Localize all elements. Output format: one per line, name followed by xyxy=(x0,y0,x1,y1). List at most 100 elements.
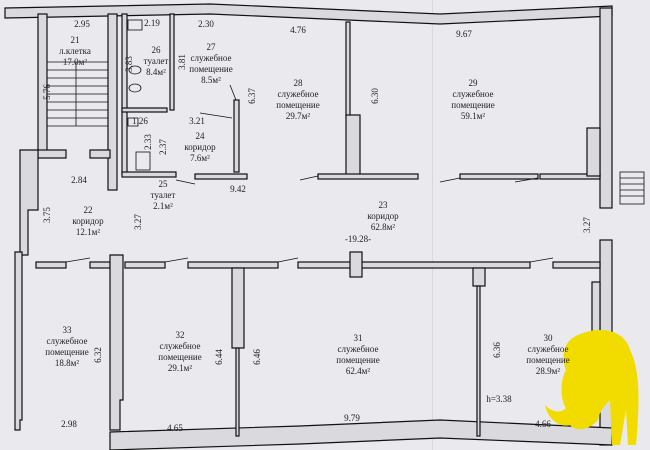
wall xyxy=(552,261,601,269)
exterior-wall-top xyxy=(4,3,613,25)
wall xyxy=(169,13,175,111)
wall xyxy=(231,267,245,349)
room-number: 29 xyxy=(468,78,478,88)
dimension-label: 6.30 xyxy=(370,88,380,104)
room-name: помещение xyxy=(526,355,570,365)
room-name: коридор xyxy=(367,211,399,221)
room-area: 7.6м² xyxy=(190,153,210,163)
dimension-label: 9.67 xyxy=(456,29,472,39)
room-name: помещение xyxy=(336,355,380,365)
room-area: 62.4м² xyxy=(345,366,371,376)
room-number: 27 xyxy=(206,42,216,52)
wall xyxy=(37,149,67,159)
room-area: 62.8м² xyxy=(370,222,396,232)
dimension-label: 2.95 xyxy=(74,19,90,29)
room-area: 8.4м² xyxy=(146,67,166,77)
wall xyxy=(124,261,166,269)
wall xyxy=(187,261,279,269)
wall xyxy=(459,173,539,180)
wall xyxy=(345,21,351,119)
room-name: помещение xyxy=(158,352,202,362)
wall xyxy=(89,261,111,269)
wall-left-22 xyxy=(19,149,39,256)
elephant-logo xyxy=(545,330,639,445)
room-area: 59.1м² xyxy=(460,111,486,121)
room-number: 26 xyxy=(151,45,161,55)
room-area: 8.5м² xyxy=(201,75,221,85)
wall xyxy=(297,261,531,269)
room-name: помещение xyxy=(45,347,89,357)
stairs-and-doors xyxy=(47,19,645,263)
partition xyxy=(476,285,481,437)
dimension-label: 6.37 xyxy=(247,88,257,104)
dimension-label: 3.21 xyxy=(189,116,205,126)
room-name: служебное xyxy=(527,344,569,354)
wall xyxy=(194,173,248,180)
dimension-label: 6.44 xyxy=(214,349,224,365)
ceiling-height-label: h=3.38 xyxy=(486,394,512,404)
room-area: 18.8м² xyxy=(54,358,80,368)
dimension-label: 3.75 xyxy=(42,207,52,223)
room-number: 23 xyxy=(378,200,388,210)
dimension-label: 6.32 xyxy=(93,347,103,363)
room-name: служебное xyxy=(337,344,379,354)
dimension-label: 2.30 xyxy=(198,19,214,29)
room-number: 21 xyxy=(70,35,80,45)
dimension-label: 4.65 xyxy=(167,423,183,433)
room-number: 30 xyxy=(543,333,553,343)
dimension-label: 2.37 xyxy=(158,139,168,155)
room-name: л.клетка xyxy=(59,46,91,56)
wall xyxy=(317,173,419,180)
room-area: 29.1м² xyxy=(167,363,193,373)
dimension-label: 9.42 xyxy=(230,184,246,194)
wall xyxy=(89,149,111,159)
column xyxy=(349,251,363,278)
dimension-label: 2.84 xyxy=(71,175,87,185)
room-area: 28.9м² xyxy=(535,366,561,376)
room-number: 22 xyxy=(83,205,93,215)
partition xyxy=(235,347,240,437)
room-name: помещение xyxy=(451,100,495,110)
dimension-label: 3.81 xyxy=(177,54,187,70)
room-number: 25 xyxy=(158,179,168,189)
dimension-label: 4.76 xyxy=(290,25,306,35)
wall xyxy=(121,171,177,178)
room-name: служебное xyxy=(46,336,88,346)
dimension-label: 4.66 xyxy=(535,419,551,429)
room-name: помещение xyxy=(189,64,233,74)
room-number: 32 xyxy=(175,330,185,340)
exterior-wall-right-upper xyxy=(599,7,613,209)
dimension-label: 5.76 xyxy=(42,84,52,100)
column xyxy=(345,114,361,178)
wall-33-32 xyxy=(109,254,124,431)
wall xyxy=(472,267,486,287)
dimension-label: 3.83 xyxy=(124,56,134,72)
room-name: туалет xyxy=(150,190,176,200)
stair-wall-right xyxy=(107,13,118,191)
dimension-label: 1.26 xyxy=(132,116,148,126)
room-number: 33 xyxy=(62,325,72,335)
dimension-label: 3.27 xyxy=(582,217,592,233)
room-name: служебное xyxy=(159,341,201,351)
dimension-label: -19.28- xyxy=(344,234,372,244)
dimension-label: 2.33 xyxy=(143,134,153,150)
room-number: 28 xyxy=(293,78,303,88)
wall xyxy=(121,107,168,113)
room-name: служебное xyxy=(190,53,232,63)
dimension-label: 9.79 xyxy=(344,413,360,423)
wall xyxy=(121,13,128,175)
dimension-label: 6.46 xyxy=(252,349,262,365)
